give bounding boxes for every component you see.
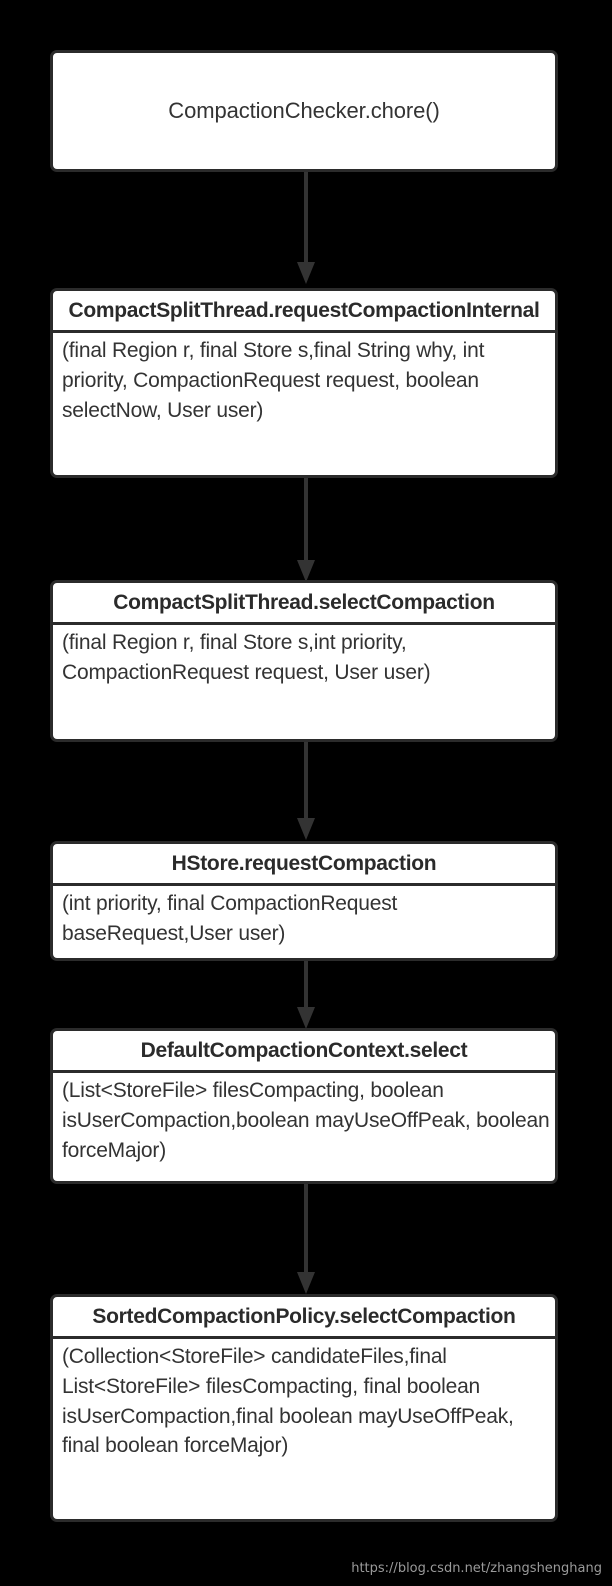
flow-node-compactsplitthread-selectcompaction[interactable]: CompactSplitThread.selectCompaction (fin… xyxy=(50,580,558,742)
arrow-shaft xyxy=(304,961,308,1007)
flow-node-title: SortedCompactionPolicy.selectCompaction xyxy=(53,1297,555,1339)
flow-node-sortedcompactionpolicy-selectcompaction[interactable]: SortedCompactionPolicy.selectCompaction … xyxy=(50,1294,558,1522)
flow-node-hstore-requestcompaction[interactable]: HStore.requestCompaction (int priority, … xyxy=(50,841,558,961)
flow-node-title: CompactSplitThread.requestCompactionInte… xyxy=(53,291,555,333)
flow-node-defaultcompactioncontext-select[interactable]: DefaultCompactionContext.select (List<St… xyxy=(50,1028,558,1184)
flow-node-params: (List<StoreFile> filesCompacting, boolea… xyxy=(62,1078,556,1162)
arrow-head-icon xyxy=(297,818,315,840)
flow-arrow-5 xyxy=(297,1184,315,1294)
flow-node-label: CompactionChecker.chore() xyxy=(168,98,440,124)
flow-arrow-2 xyxy=(297,478,315,582)
flow-node-params: (int priority, final CompactionRequest b… xyxy=(62,891,403,945)
arrow-head-icon xyxy=(297,1007,315,1029)
flow-arrow-4 xyxy=(297,961,315,1029)
flow-node-title: DefaultCompactionContext.select xyxy=(53,1031,555,1073)
arrow-head-icon xyxy=(297,262,315,284)
watermark-text: https://blog.csdn.net/zhangshenghang xyxy=(351,1561,602,1576)
arrow-shaft xyxy=(304,478,308,560)
arrow-shaft xyxy=(304,172,308,262)
flow-node-params: (final Region r, final Store s,final Str… xyxy=(62,338,490,422)
flow-node-title: HStore.requestCompaction xyxy=(53,844,555,886)
flow-node-compactionchecker-chore[interactable]: CompactionChecker.chore() xyxy=(50,50,558,172)
flow-node-title: CompactSplitThread.selectCompaction xyxy=(53,583,555,625)
flow-node-params: (Collection<StoreFile> candidateFiles,fi… xyxy=(62,1344,520,1458)
arrow-head-icon xyxy=(297,560,315,582)
flow-arrow-3 xyxy=(297,742,315,840)
arrow-shaft xyxy=(304,1184,308,1272)
flow-arrow-1 xyxy=(297,172,315,284)
arrow-head-icon xyxy=(297,1272,315,1294)
arrow-shaft xyxy=(304,742,308,818)
flow-node-compactsplitthread-requestcompactioninternal[interactable]: CompactSplitThread.requestCompactionInte… xyxy=(50,288,558,478)
flow-node-params: (final Region r, final Store s,int prior… xyxy=(62,630,431,684)
